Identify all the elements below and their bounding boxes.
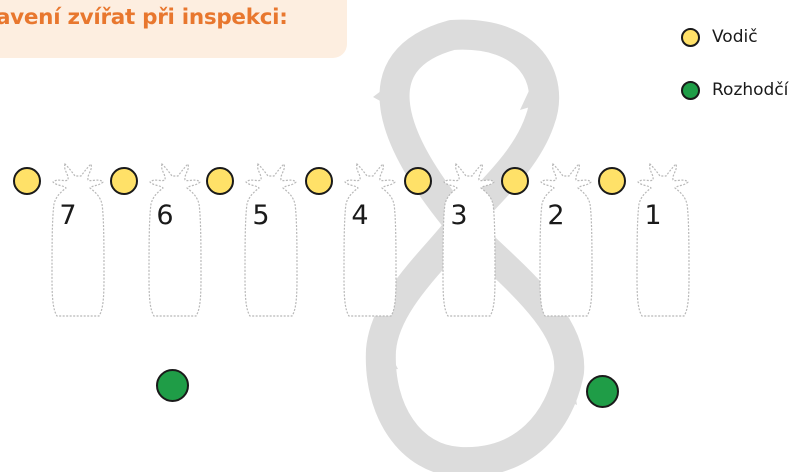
animal-silhouette <box>636 162 690 317</box>
handler-marker <box>598 167 626 195</box>
animal-number: 2 <box>547 200 565 231</box>
animal-silhouette <box>343 162 397 317</box>
judge-marker <box>586 375 619 408</box>
handler-marker <box>501 167 529 195</box>
arrow-head-upper-left <box>373 72 406 111</box>
judge-marker <box>156 369 189 402</box>
judge-legend-marker <box>681 80 700 100</box>
direction-arrows <box>372 72 577 405</box>
animal-silhouette <box>148 162 202 317</box>
animal-silhouette <box>51 162 105 317</box>
animal-number: 4 <box>351 200 369 231</box>
handler-marker <box>404 167 432 195</box>
arrow-head-lower-right <box>548 370 577 405</box>
animal-number: 7 <box>59 200 77 231</box>
animal-number: 1 <box>644 200 662 231</box>
animal-silhouette <box>539 162 593 317</box>
legend-judge: Rozhodčí <box>681 80 788 100</box>
animal-number: 5 <box>252 200 270 231</box>
handler-marker <box>206 167 234 195</box>
handler-legend-marker <box>681 27 700 47</box>
animal-silhouette <box>442 162 496 317</box>
title-banner <box>0 0 347 58</box>
judge-legend-label: Rozhodčí <box>712 80 789 100</box>
arrow-head-upper-right <box>520 80 547 110</box>
page-title: tavení zvířat při inspekci: <box>0 5 288 30</box>
legend-handler: Vodič <box>681 27 758 47</box>
handler-legend-label: Vodič <box>712 27 758 47</box>
handler-marker <box>13 167 41 195</box>
animal-number: 6 <box>156 200 174 231</box>
arrow-head-lower-left <box>372 338 398 372</box>
handler-marker <box>110 167 138 195</box>
animal-number: 3 <box>450 200 468 231</box>
animal-silhouette <box>244 162 298 317</box>
handler-marker <box>305 167 333 195</box>
